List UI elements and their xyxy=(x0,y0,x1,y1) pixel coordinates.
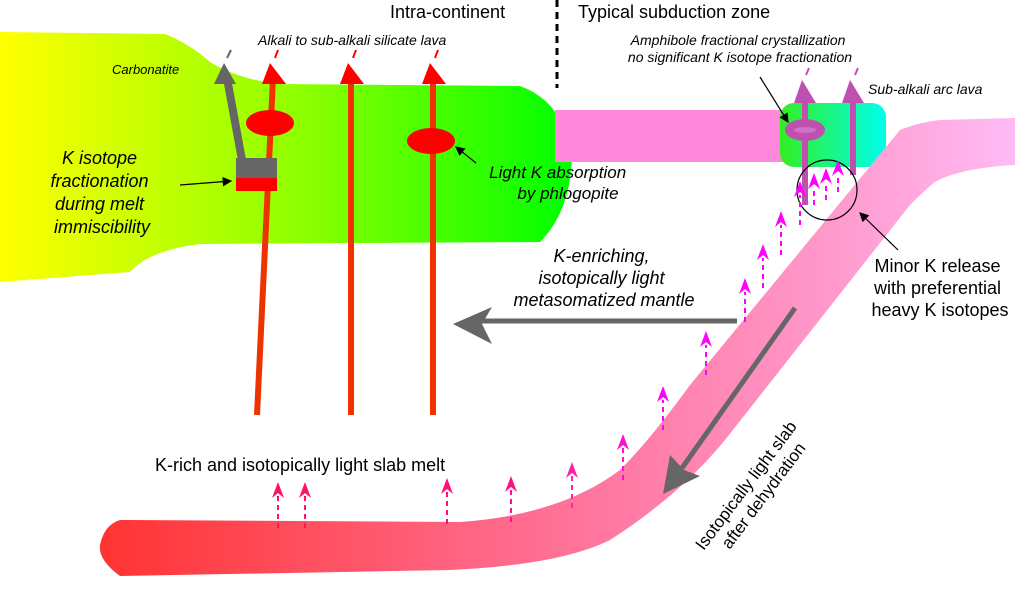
label-alkali-lava: Alkali to sub-alkali silicate lava xyxy=(257,32,447,48)
label-minor-release: Minor K release with preferential heavy … xyxy=(871,256,1008,320)
fluid-arrow-head xyxy=(808,173,820,189)
label-metasomatized: K-enriching, isotopically light metasoma… xyxy=(513,246,694,310)
subducting-slab xyxy=(99,118,1016,576)
fluid-arrows xyxy=(272,160,844,528)
slab-arrow-shaft xyxy=(679,306,798,470)
zone-label-intra-continent: Intra-continent xyxy=(390,2,505,22)
release-pointer xyxy=(859,212,899,251)
slab-arrow-head xyxy=(663,455,700,494)
mantle-band xyxy=(555,110,795,162)
label-arc-lava: Sub-alkali arc lava xyxy=(868,81,983,97)
fluid-arrow-head xyxy=(617,434,629,450)
carbonatite-plume xyxy=(226,49,232,59)
label-melt-immiscibility: K isotope fractionation during melt immi… xyxy=(50,148,153,237)
fluid-arrow-head xyxy=(794,181,806,197)
metasomatism-arrow-head xyxy=(453,307,492,344)
carbonatite-conduit xyxy=(223,77,246,161)
immiscibility-box-gray xyxy=(236,158,277,178)
continental-lithosphere xyxy=(0,32,572,282)
phlogopite-ellipse-1 xyxy=(246,110,294,136)
carbonatite-volcano xyxy=(214,63,236,84)
fluid-arrow-head xyxy=(739,278,751,294)
fluid-arrow-head xyxy=(505,476,517,492)
fluid-arrow-head xyxy=(299,482,311,498)
fluid-arrow-head xyxy=(566,462,578,478)
phlogopite-pointer xyxy=(455,146,477,164)
fluid-arrow-head xyxy=(757,244,769,260)
fluid-arrow-head xyxy=(441,478,453,494)
fluid-arrow-head xyxy=(657,386,669,402)
fluid-arrow-head xyxy=(832,160,844,176)
label-carbonatite: Carbonatite xyxy=(112,62,179,77)
arc-conduits xyxy=(785,67,864,205)
label-slab-melt: K-rich and isotopically light slab melt xyxy=(155,455,445,475)
fluid-arrow-head xyxy=(775,211,787,227)
amphibole-pointer xyxy=(759,76,789,124)
label-phlogopite: Light K absorption by phlogopite xyxy=(489,163,631,203)
silicate-volcanoes xyxy=(262,49,446,84)
phlogopite-ellipse-2 xyxy=(407,128,455,154)
zone-label-subduction: Typical subduction zone xyxy=(578,2,770,22)
fluid-arrow-head xyxy=(272,482,284,498)
immiscibility-box-red xyxy=(236,178,277,191)
fluid-arrow-head xyxy=(700,331,712,347)
label-amphibole: Amphibole fractional crystallization no … xyxy=(628,32,852,65)
immiscibility-pointer xyxy=(179,176,233,187)
fluid-arrow-head xyxy=(820,168,832,184)
